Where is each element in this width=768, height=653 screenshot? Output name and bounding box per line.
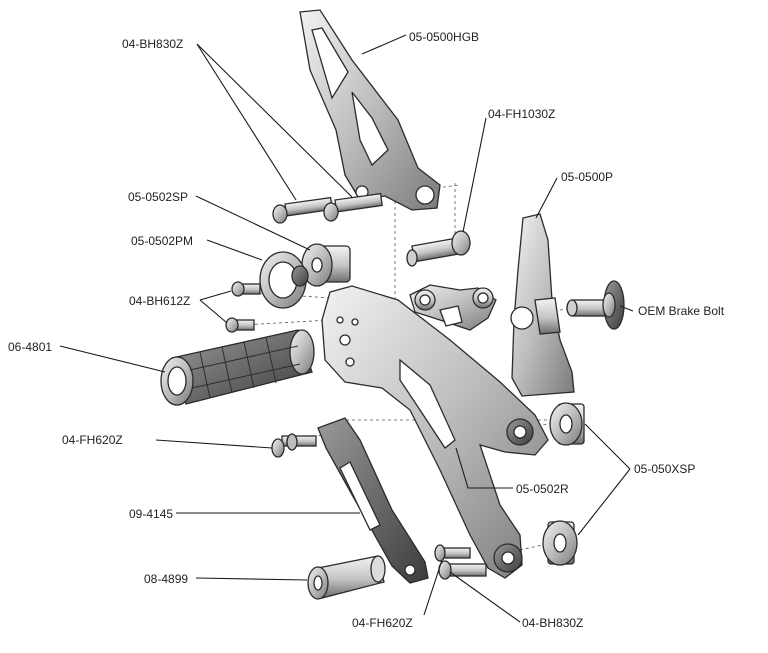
- label-bh612z: 04-BH612Z: [129, 294, 190, 308]
- label-peg: 06-4801: [8, 340, 52, 354]
- sleeve-part: [307, 555, 386, 600]
- leader-lines: [59, 34, 634, 623]
- bh612z-bolts-part: [225, 281, 261, 333]
- label-spacer-sp: 05-0502SP: [128, 190, 188, 204]
- part-labels: 04-BH830Z 05-0500HGB 04-FH1030Z 05-0502S…: [8, 30, 725, 630]
- top-bolts-part: [272, 192, 383, 224]
- label-sleeve: 08-4899: [144, 572, 188, 586]
- label-fh620z-bottom: 04-FH620Z: [352, 616, 413, 630]
- main-plate-part: [321, 285, 549, 579]
- shift-link-part: [317, 417, 429, 584]
- label-fh620z-mid: 04-FH620Z: [62, 433, 123, 447]
- label-top-bh830z: 04-BH830Z: [122, 37, 183, 51]
- label-link: 09-4145: [129, 507, 173, 521]
- label-xsp: 05-050XSP: [634, 462, 695, 476]
- label-fh1030z: 04-FH1030Z: [488, 107, 555, 121]
- label-bottom-bh830z: 04-BH830Z: [522, 616, 583, 630]
- fh620z-mid-bolt-part: [271, 433, 317, 458]
- label-hanger: 05-0500HGB: [409, 30, 479, 44]
- oem-brake-bolt-part: [566, 280, 625, 330]
- label-plate-r: 05-0502R: [516, 482, 569, 496]
- upper-arm-part: [409, 284, 497, 331]
- label-pm: 05-0502PM: [131, 234, 193, 248]
- pm-cup-part: [259, 251, 309, 309]
- pivot-arm-part: [510, 213, 575, 397]
- fh1030z-bolt-part: [406, 230, 471, 267]
- xsp-spacers-part: [542, 402, 585, 566]
- foot-peg-part: [160, 329, 315, 406]
- hanger-bracket-part: [299, 9, 441, 211]
- label-oem-brake-bolt: OEM Brake Bolt: [638, 304, 725, 318]
- spacer-sp-part: [301, 243, 351, 287]
- bottom-bolts-part: [434, 544, 487, 580]
- label-pivot: 05-0500P: [561, 170, 613, 184]
